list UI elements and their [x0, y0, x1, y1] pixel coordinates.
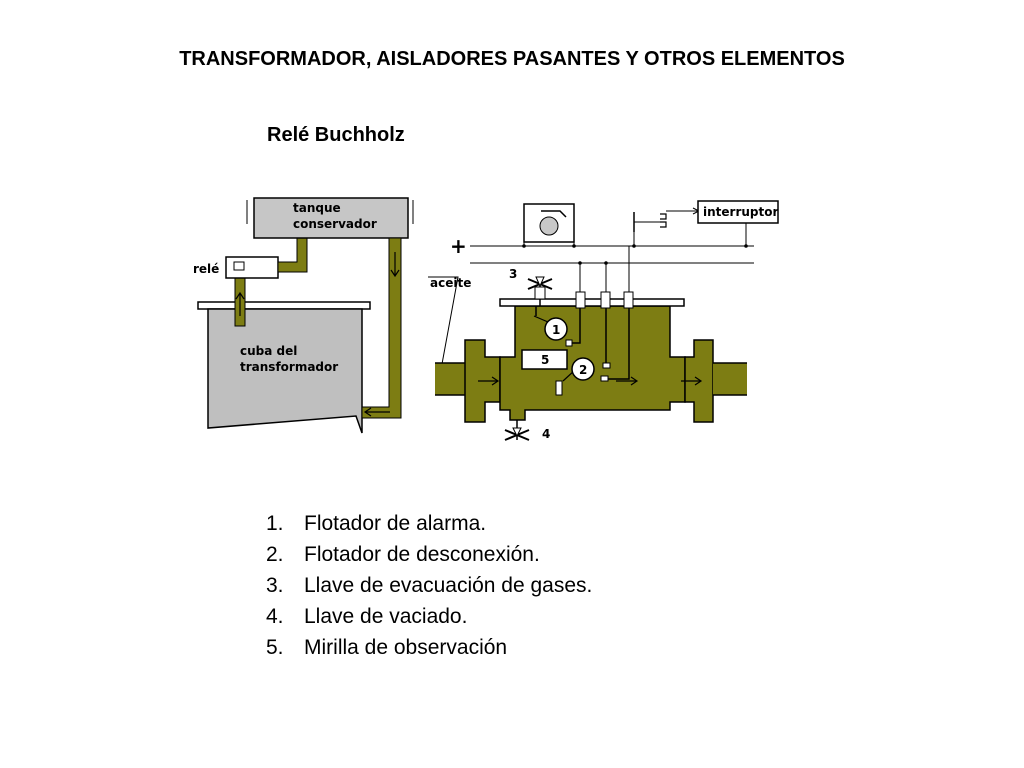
arrow-up-icon [235, 291, 245, 316]
transformer-tub [207, 308, 363, 434]
flow-arrow-right-icon [616, 376, 639, 386]
relay-window [233, 261, 245, 271]
tank-label-line2: conservador [293, 217, 377, 231]
flow-arrow-right-icon [681, 376, 703, 386]
oil-label: aceite [430, 276, 471, 290]
transformer-overview: cuba del transformador relé tanque conse… [193, 197, 414, 434]
relay-lid [499, 298, 685, 307]
gauge-needle [541, 210, 567, 218]
legend-list: 1.Flotador de alarma. 2.Flotador de desc… [266, 508, 766, 663]
marker-5: 5 [541, 353, 549, 367]
inlet-pipe [435, 363, 465, 395]
legend-item: 3.Llave de evacuación de gases. [266, 570, 766, 601]
plus-label: + [450, 234, 467, 258]
tub-label-line2: transformador [240, 360, 338, 374]
trip-float [571, 357, 595, 381]
legend-item-text: Flotador de alarma. [304, 512, 487, 535]
legend-item-text: Mirilla de observación [304, 636, 508, 659]
marker-3: 3 [509, 267, 517, 281]
switch-label: interruptor [703, 205, 778, 219]
marker-2: 2 [579, 363, 587, 377]
oil-pointer-line [428, 276, 459, 365]
relay-label: relé [193, 262, 219, 276]
tub-label-line1: cuba del [240, 344, 297, 358]
outlet-pipe [713, 363, 747, 395]
sight-glass [521, 349, 568, 370]
legend-item-text: Flotador de desconexión. [304, 543, 540, 566]
switch-coil-icon [660, 213, 667, 228]
arrow-down-icon [390, 252, 400, 278]
legend-item: 2.Flotador de desconexión. [266, 539, 766, 570]
relay-detail: + interruptor aceite [428, 200, 779, 441]
return-pipe [361, 237, 402, 419]
flow-arrow-right-icon [478, 376, 500, 386]
arrow-left-icon [363, 407, 390, 417]
conservator-tank [253, 197, 409, 239]
switch-box [697, 200, 779, 224]
alarm-float [544, 317, 568, 341]
legend-item: 4.Llave de vaciado. [266, 601, 766, 632]
deflector-plate [555, 380, 563, 396]
marker-1: 1 [552, 323, 560, 337]
marker-4: 4 [542, 427, 550, 441]
legend-item-text: Llave de vaciado. [304, 605, 468, 628]
page-subtitle: Relé Buchholz [267, 124, 405, 146]
pipe-relay-tank [277, 237, 308, 273]
legend-item-text: Llave de evacuación de gases. [304, 574, 593, 597]
legend-item: 5.Mirilla de observación [266, 632, 766, 663]
tank-label-line1: tanque [293, 201, 341, 215]
tub-lid [197, 301, 371, 310]
alarm-bell-icon [539, 216, 559, 236]
legend-item: 1.Flotador de alarma. [266, 508, 766, 539]
page-title: TRANSFORMADOR, AISLADORES PASANTES Y OTR… [179, 48, 845, 70]
